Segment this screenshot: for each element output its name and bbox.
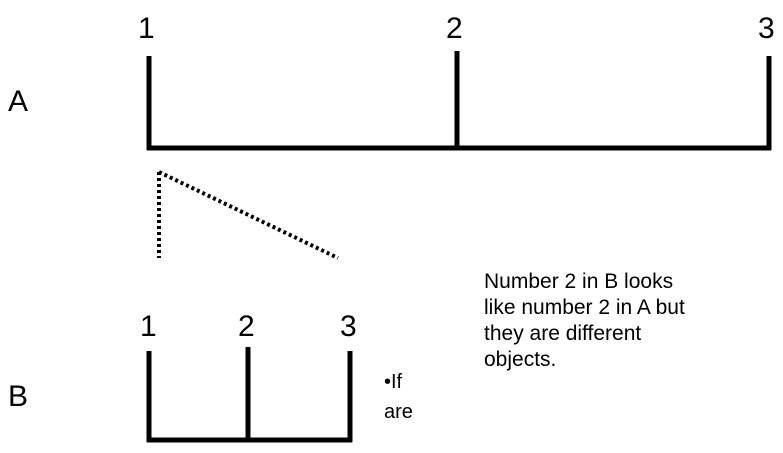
row-b-tick-3-label: 3 bbox=[340, 310, 357, 343]
row-a-tick-1-label: 1 bbox=[138, 12, 155, 45]
note-line-1: Number 2 in B looks bbox=[484, 270, 673, 293]
note-line-4: objects. bbox=[484, 348, 556, 371]
note-line-2: like number 2 in A but bbox=[484, 296, 685, 319]
row-b-label: B bbox=[8, 380, 28, 413]
connector-diagonal bbox=[158, 170, 339, 260]
side-text-line-2: are bbox=[384, 401, 413, 423]
row-b: B 1 2 3 bbox=[8, 310, 357, 443]
row-a: A 1 2 3 bbox=[8, 12, 775, 151]
row-b-tick-2-label: 2 bbox=[238, 310, 255, 343]
row-b-tick-1-label: 1 bbox=[140, 310, 157, 343]
row-a-label: A bbox=[8, 85, 28, 118]
note-line-3: they are different bbox=[484, 322, 641, 345]
note: Number 2 in B looks like number 2 in A b… bbox=[484, 270, 685, 371]
zoom-connector bbox=[157, 170, 339, 260]
side-text: •If are bbox=[384, 371, 413, 423]
side-text-line-1: •If bbox=[384, 371, 403, 393]
row-a-tick-2-label: 2 bbox=[446, 12, 463, 45]
row-a-tick-3-label: 3 bbox=[758, 12, 775, 45]
